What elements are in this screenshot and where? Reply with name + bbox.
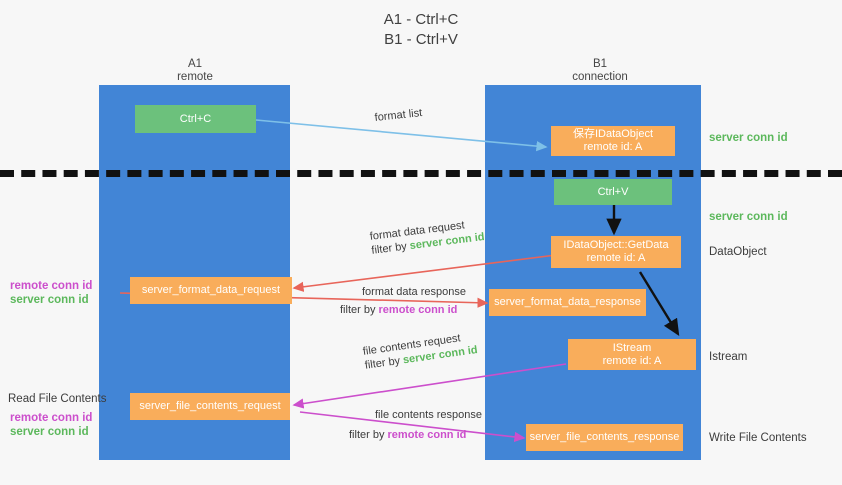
node-getdata-line1: IDataObject::GetData: [563, 239, 669, 251]
annotation-server-conn-id-4: server conn id: [10, 426, 89, 438]
annotation-server-conn-id-1: server conn id: [709, 132, 788, 144]
node-server-format-data-response-label: server_format_data_response: [494, 296, 641, 308]
annotation-read-file-contents: Read File Contents: [8, 393, 107, 405]
edge-label-format-data-response: format data response filter by remote co…: [340, 285, 466, 317]
filter-prefix: filter by: [364, 354, 404, 372]
edge-label-file-contents-response: file contents response filter by remote …: [349, 408, 483, 442]
node-save-idataobject-line2: remote id: A: [583, 141, 643, 153]
node-server-file-contents-response-label: server_file_contents_response: [529, 431, 680, 443]
title-line-1: A1 - Ctrl+C: [383, 11, 459, 28]
filter-prefix: filter by: [370, 240, 411, 257]
annotation-write-file-contents: Write File Contents: [709, 432, 807, 444]
filter-value-remote-conn-id: remote conn id: [387, 429, 467, 441]
edge-label-format-data-response-text: format data response: [362, 286, 466, 298]
node-server-file-contents-response[interactable]: server_file_contents_response: [526, 424, 683, 451]
node-server-format-data-response[interactable]: server_format_data_response: [489, 289, 646, 316]
annotation-remote-conn-id-1: remote conn id: [10, 280, 93, 292]
edge-label-format-data-response-filter: filter by remote conn id: [340, 303, 466, 317]
node-server-file-contents-request-label: server_file_contents_request: [139, 400, 281, 412]
annotation-server-conn-id-2: server conn id: [709, 211, 788, 223]
column-header-b1-name: B1: [592, 58, 608, 70]
annotation-left-conn-ids-2: remote conn id server conn id: [10, 411, 92, 439]
node-ctrl-c[interactable]: Ctrl+C: [135, 105, 256, 133]
node-getdata-line2: remote id: A: [586, 252, 646, 264]
edge-label-file-contents-response-filter: filter by remote conn id: [349, 428, 482, 442]
node-ctrl-v[interactable]: Ctrl+V: [554, 179, 672, 205]
filter-prefix: filter by: [349, 429, 388, 441]
column-header-b1: B1 connection: [535, 58, 665, 84]
node-save-idataobject[interactable]: 保存IDataObject remote id: A: [551, 126, 675, 156]
node-getdata[interactable]: IDataObject::GetData remote id: A: [551, 236, 681, 268]
column-header-a1-name: A1: [187, 58, 203, 70]
edge-label-format-data-request: format data request filter by server con…: [369, 216, 485, 258]
node-save-idataobject-line1: 保存IDataObject: [572, 128, 654, 140]
title-line-2: B1 - Ctrl+V: [384, 31, 458, 48]
column-header-a1: A1 remote: [135, 58, 255, 84]
edge-label-file-contents-response-text: file contents response: [375, 409, 483, 421]
node-server-format-data-request-label: server_format_data_request: [141, 284, 281, 296]
node-istream-line1: IStream: [612, 341, 652, 354]
filter-value-remote-conn-id: remote conn id: [378, 304, 458, 316]
column-header-a1-sub: remote: [177, 71, 213, 83]
annotation-remote-conn-id-2: remote conn id: [10, 412, 93, 424]
annotation-left-conn-ids-1: remote conn id server conn id: [10, 279, 92, 307]
node-server-format-data-request[interactable]: server_format_data_request: [130, 277, 292, 304]
node-ctrl-v-label: Ctrl+V: [597, 185, 629, 198]
node-istream[interactable]: IStream remote id: A: [568, 339, 696, 370]
edge-label-format-list: format list: [374, 106, 423, 125]
column-header-b1-sub: connection: [572, 71, 628, 83]
annotation-dataobject: DataObject: [709, 246, 767, 258]
edge-label-format-list-text: format list: [374, 107, 423, 124]
annotation-istream: Istream: [709, 351, 748, 363]
node-server-file-contents-request[interactable]: server_file_contents_request: [130, 393, 290, 420]
node-istream-line2: remote id: A: [602, 354, 662, 367]
page-title: A1 - Ctrl+C B1 - Ctrl+V: [0, 10, 842, 50]
edge-label-file-contents-request: file contents request filter by server c…: [362, 329, 479, 373]
node-ctrl-c-label: Ctrl+C: [179, 112, 212, 125]
dashed-divider: [0, 170, 842, 177]
annotation-server-conn-id-3: server conn id: [10, 294, 89, 306]
filter-prefix: filter by: [340, 304, 379, 316]
